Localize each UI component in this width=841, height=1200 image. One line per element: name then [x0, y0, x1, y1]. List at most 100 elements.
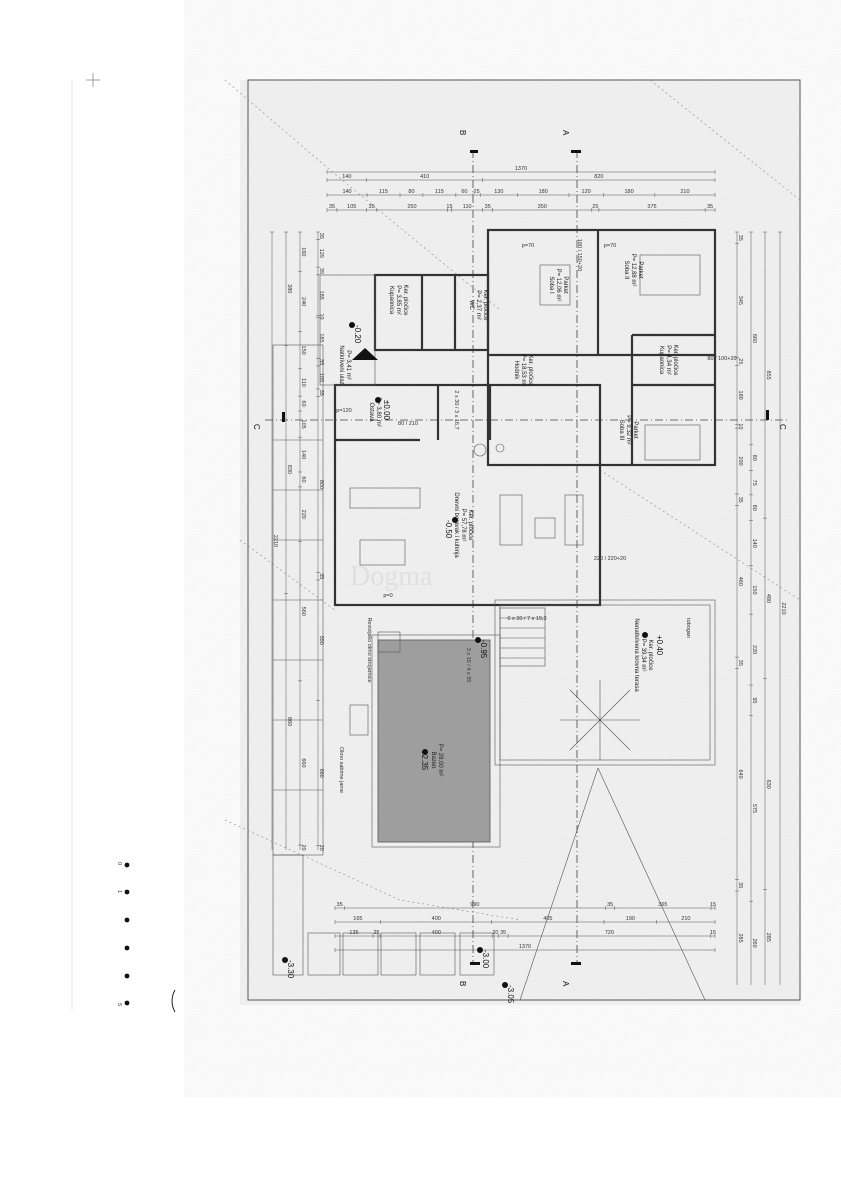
section-mark-c-left: C: [252, 424, 261, 430]
room-area: P= 39,34 m²: [640, 639, 646, 672]
dims-left-label: 140: [300, 450, 306, 459]
room-area: P= 18,53 m²: [520, 354, 526, 387]
dims-bottom-label: 35: [607, 902, 613, 908]
dims-left-label: 660: [318, 769, 324, 778]
scale-bar-label: 0: [116, 862, 122, 865]
dims-top-label: 1370: [515, 166, 527, 172]
roof-terrace: [494, 599, 716, 766]
room-name: WC: [468, 300, 474, 311]
room-area: P= 3,41 m²: [345, 350, 351, 380]
dims-right-label: 35: [737, 235, 743, 241]
dims-left-label: 185: [318, 333, 324, 342]
dims-bottom-label: 1370: [519, 944, 531, 950]
room-floor: Parket: [632, 421, 638, 439]
dims-bottom-label: 35: [337, 902, 343, 908]
dims-top-label: 35: [485, 204, 491, 210]
scale-bar-dot: [124, 889, 130, 895]
room-name: Soba II: [623, 260, 629, 279]
dims-left-label: 220: [300, 510, 306, 519]
site-strip: [272, 344, 495, 976]
dims-left-label: 660: [300, 758, 306, 767]
dims-bottom-label: 990: [470, 902, 479, 908]
dims-top-label: 820: [594, 174, 603, 180]
room-floor: Ker. pločice: [527, 354, 533, 386]
room-area: P= 3,85 m²: [395, 285, 401, 315]
level-marker-icon: [642, 632, 648, 638]
level-label: -3.05: [506, 985, 515, 1004]
pool: [377, 639, 491, 843]
dims-right-label: 640: [737, 770, 743, 779]
level-label: -0.95: [479, 640, 488, 659]
dims-left-label: 105: [318, 373, 324, 382]
note-septic: Okno sabirne jame: [338, 747, 344, 793]
dims-left-label: 125: [318, 249, 324, 258]
dims-right-label: 200: [737, 456, 743, 465]
room-floor: Ker. pločice: [402, 284, 408, 316]
sun-umbrella: [560, 680, 640, 760]
dims-top-label: 35: [707, 204, 713, 210]
dims-top-label: 115: [379, 189, 388, 195]
room-floor: Parket: [637, 261, 643, 279]
level-label: +0.40: [655, 635, 664, 656]
dims-top-label: 140: [342, 189, 351, 195]
room-name: Soba I: [548, 276, 554, 294]
level-label: -0.20: [353, 325, 362, 344]
note-p120: p=120: [336, 408, 351, 414]
dims-right-label: 285: [765, 933, 771, 942]
note-p0: p=0: [383, 593, 392, 599]
dims-bottom-label: 35: [500, 930, 506, 936]
scale-bar-dot: [124, 973, 130, 979]
dims-right-label: 630: [765, 780, 771, 789]
level-label: ±0.00: [382, 400, 391, 421]
room-area: P= 12,06 m²: [555, 269, 561, 302]
section-mark-c-right: C: [778, 424, 787, 430]
room-floor: Ker. pločice: [647, 639, 653, 671]
note-p70a: p=70: [522, 243, 534, 249]
dims-right-label: 35: [737, 497, 743, 503]
dims-left-label: 60: [300, 401, 306, 407]
level-label: -0.50: [444, 520, 453, 539]
dims-top-label: 15: [446, 204, 452, 210]
dims-right-label: 345: [737, 296, 743, 305]
room-area: P= 9,32 m²: [625, 415, 631, 445]
room-area: P= 57,78 m²: [460, 509, 466, 542]
note-win1: 180 / 150+20: [576, 239, 582, 271]
dims-left-label: 830: [286, 465, 292, 474]
dims-top-label: 140: [342, 174, 351, 180]
dims-right-label: 855: [765, 370, 771, 379]
dims-left-label: 160: [300, 247, 306, 256]
note-door1: 80 / 210: [398, 421, 418, 427]
level-marker-icon: [452, 517, 458, 523]
dims-right-label: 260: [751, 938, 757, 947]
section-mark-a-bottom: A: [561, 981, 570, 987]
dims-right-label: 150: [751, 585, 757, 594]
level-label: -2.35: [420, 752, 429, 771]
room-name: Hodnik: [513, 361, 519, 381]
watermark: Dogma: [350, 561, 433, 592]
room-area: P= 4,34 m²: [665, 345, 671, 375]
dims-right-label: 35: [737, 882, 743, 888]
level-label: -3.00: [481, 950, 490, 969]
dims-top-label: 35: [369, 204, 375, 210]
dims-right-label: 80: [751, 455, 757, 461]
dims-left-label: 105: [300, 420, 306, 429]
room-name: Natkriveni ulaz: [338, 345, 344, 384]
dims-bottom-label: 365: [658, 902, 667, 908]
dims-right-label: 180: [737, 391, 743, 400]
room-area: P= 3,80 m²: [375, 397, 381, 427]
dims-left-label: 35: [318, 233, 324, 239]
dims-left-label: 380: [286, 284, 292, 293]
dims-left-label: 60: [300, 476, 306, 482]
dims-right-label: 460: [737, 577, 743, 586]
terrain-lines: [224, 79, 801, 921]
dims-right-label: 2210: [780, 602, 786, 614]
dims-left-label: 560: [300, 607, 306, 616]
dims-top-label: 110: [463, 204, 472, 210]
dims-bottom-label: 400: [432, 916, 441, 922]
room-area: P= 12,88 m²: [630, 254, 636, 287]
